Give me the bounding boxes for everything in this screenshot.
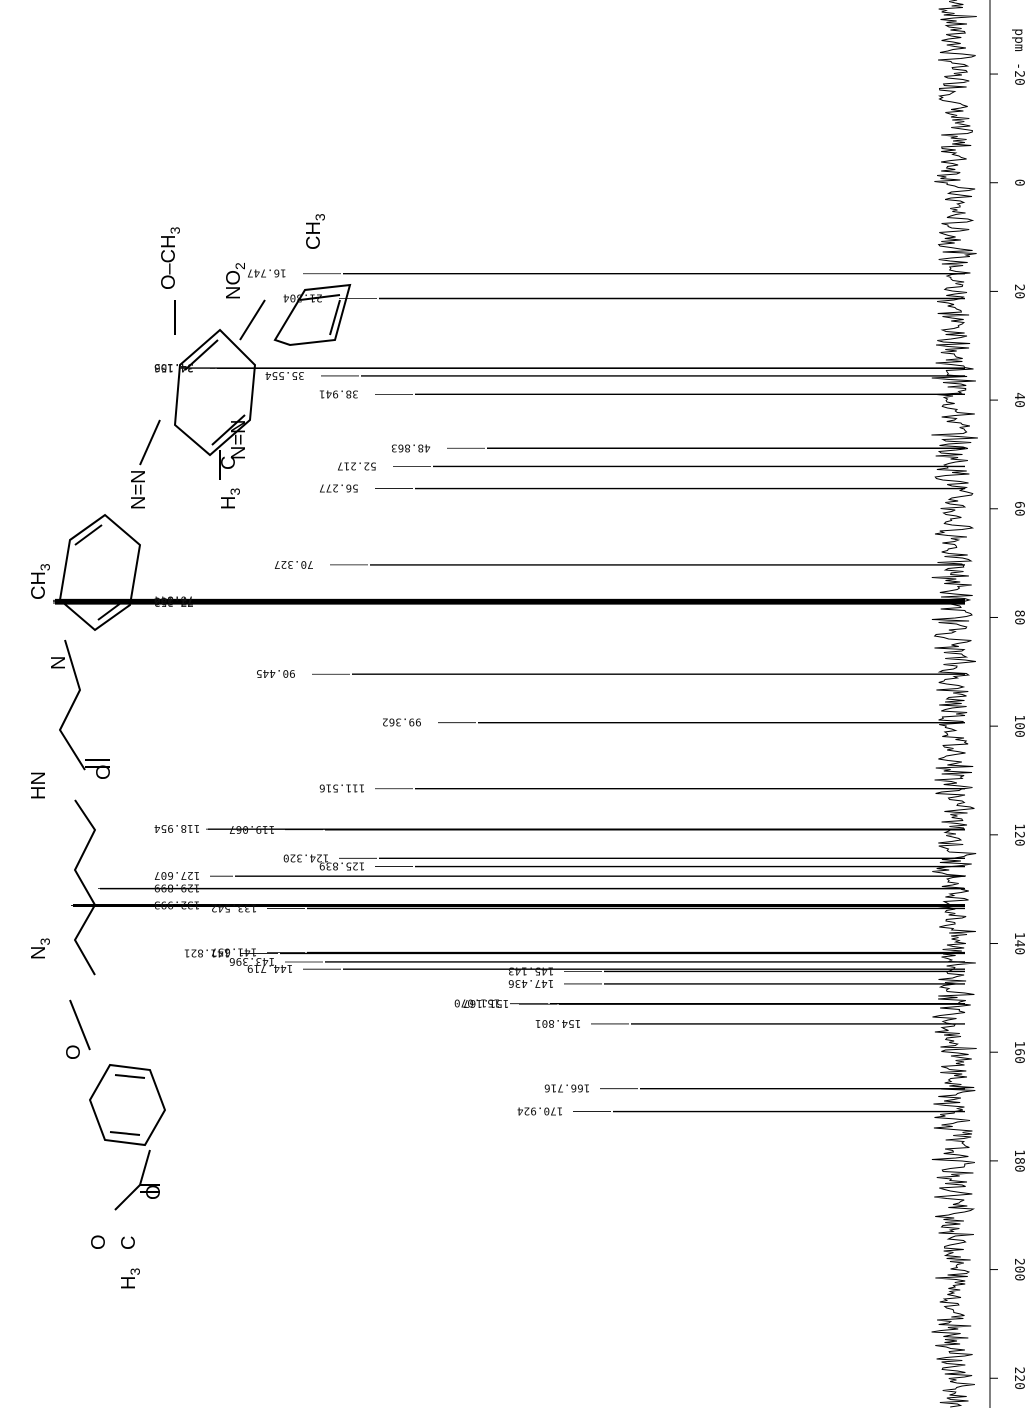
molecule-structure bbox=[58, 283, 352, 1211]
butyl-chain bbox=[73, 799, 97, 976]
tick-label-2: 20 bbox=[1011, 284, 1026, 300]
peak-label-34: 170.924 bbox=[517, 1105, 564, 1118]
noise-trace bbox=[931, 0, 978, 1408]
tick-label-8: 140 bbox=[1011, 932, 1026, 955]
peak-label-29: 147.436 bbox=[508, 977, 554, 990]
peak-label-33: 166.716 bbox=[544, 1082, 590, 1095]
peak-label-20: 127.607 bbox=[154, 869, 200, 882]
tick-label-11: 200 bbox=[1011, 1258, 1026, 1281]
peak-label-0: 16.747 bbox=[247, 267, 287, 280]
tick-label-5: 80 bbox=[1011, 610, 1026, 626]
amine-chain bbox=[58, 639, 86, 771]
axis-unit-label: ppm bbox=[1011, 28, 1026, 52]
tick-label-7: 120 bbox=[1011, 823, 1026, 846]
atom-label-ester-h3c-c: C bbox=[118, 1236, 140, 1250]
nitrotoluene-ring bbox=[273, 283, 352, 347]
peak-label-15: 111.516 bbox=[319, 782, 365, 795]
ppm-axis: -20 0 20 40 60 80 100 120 140 160 180 200 220 ppm bbox=[989, 0, 1026, 1408]
atom-label-azide: N3 bbox=[28, 938, 53, 960]
atom-label-h3c-ring-c: C bbox=[218, 456, 240, 470]
atom-label-n-methyl: N bbox=[48, 656, 70, 670]
peak-label-8: 56.277 bbox=[319, 482, 359, 495]
tick-label-1: 0 bbox=[1011, 179, 1026, 187]
peak-label-23: 133.542 bbox=[211, 901, 257, 914]
atom-label-ch3-top: CH3 bbox=[303, 213, 328, 250]
peak-label-32: 154.801 bbox=[535, 1017, 581, 1030]
atom-label-azo-1: N=N bbox=[228, 419, 250, 460]
atom-label-och3: O–CH3 bbox=[158, 226, 183, 290]
tick-label-4: 60 bbox=[1011, 501, 1026, 517]
peak-label-31: 151.167 bbox=[463, 997, 509, 1010]
peak-label-21: 129.899 bbox=[154, 882, 200, 895]
peak-label-26: 143.396 bbox=[229, 955, 275, 968]
peak-label-22: 132.993 bbox=[154, 898, 200, 911]
peak-label-18: 124.320 bbox=[283, 851, 329, 864]
tick-label-0: -20 bbox=[1011, 62, 1026, 85]
aniline-ring bbox=[58, 513, 142, 632]
peak-label-25: 141.821 bbox=[184, 946, 230, 959]
atom-label-ester-o2: O bbox=[143, 1184, 165, 1200]
peak-label-4: 35.554 bbox=[265, 369, 305, 382]
peak-label-13: 90.445 bbox=[256, 667, 296, 680]
tick-label-12: 220 bbox=[1011, 1367, 1026, 1390]
peak-label-3: 34.156 bbox=[154, 361, 194, 374]
peak-label-5: 38.941 bbox=[319, 387, 359, 400]
tick-label-3: 40 bbox=[1011, 392, 1026, 408]
peak-label-9: 70.327 bbox=[274, 558, 314, 571]
peak-label-1: 21.304 bbox=[283, 291, 323, 304]
peak-label-24: 141.657 bbox=[211, 946, 257, 959]
peak-label-27: 144.719 bbox=[247, 962, 293, 975]
atom-label-ether-o: O bbox=[63, 1044, 85, 1060]
peak-label-28: 145.143 bbox=[508, 964, 554, 977]
peak-label-6: 48.863 bbox=[391, 441, 431, 454]
peak-label-19: 125.839 bbox=[319, 860, 365, 873]
tick-label-9: 160 bbox=[1011, 1040, 1026, 1063]
tick-label-6: 100 bbox=[1011, 714, 1026, 737]
peak-label-14: 99.362 bbox=[382, 716, 422, 729]
peak-label-11: 77.100 bbox=[154, 595, 194, 608]
peak-label-30: 151.070 bbox=[454, 997, 500, 1010]
atom-label-no2: NO2 bbox=[223, 262, 248, 300]
atom-label-ch3-n: CH3 bbox=[28, 563, 53, 600]
baseline-noise bbox=[931, 0, 978, 1408]
atom-label-amide-o: O bbox=[93, 764, 115, 780]
atom-label-azo-2: N=N bbox=[128, 469, 150, 510]
atom-label-h3c-ring: H3 bbox=[218, 488, 243, 510]
central-ring bbox=[173, 328, 257, 457]
peak-label-12: 77.352 bbox=[154, 596, 194, 609]
tick-label-10: 180 bbox=[1011, 1149, 1026, 1172]
atom-label-ester-o1: O bbox=[88, 1234, 110, 1250]
benzoate-ring bbox=[88, 1063, 167, 1147]
peak-label-17: 119.067 bbox=[229, 823, 275, 836]
peak-label-2: 34.103 bbox=[154, 361, 194, 374]
atom-label-ester-h3c: H3 bbox=[118, 1268, 143, 1290]
atom-label-nh: HN bbox=[28, 771, 50, 800]
peak-label-7: 52.217 bbox=[337, 459, 377, 472]
peak-label-16: 118.954 bbox=[154, 822, 201, 835]
